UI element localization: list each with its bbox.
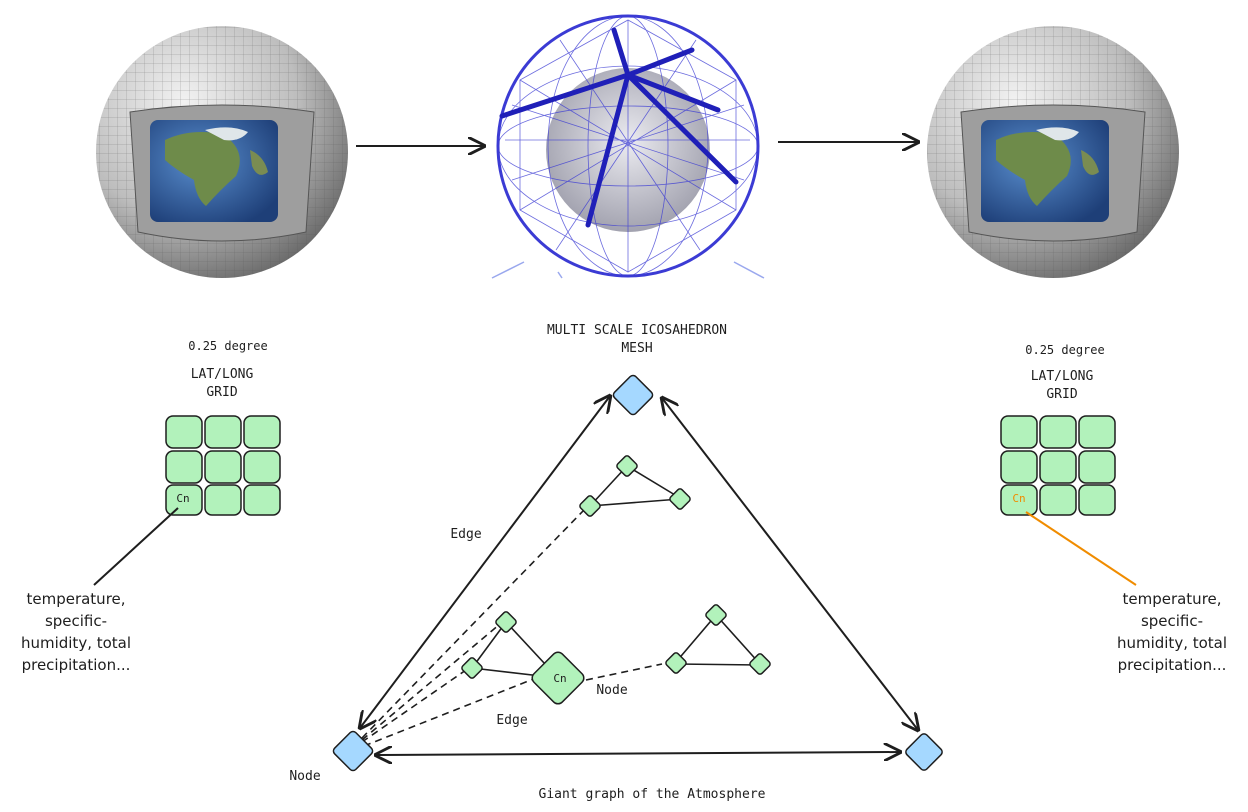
triangle-edge-bottom	[376, 752, 900, 755]
triangle-edge-left	[360, 396, 610, 728]
right-grid-panel: 0.25 degree LAT/LONG GRID Cn temperature…	[1000, 343, 1227, 674]
triangle-edge-right	[662, 398, 918, 730]
right-grid-cells	[1000, 415, 1116, 516]
left-globe-image	[96, 26, 348, 278]
graph-caption: Giant graph of the Atmosphere	[539, 787, 766, 802]
graph-node-small	[665, 652, 687, 674]
right-grid-title-line1: LAT/LONG	[1031, 369, 1094, 384]
left-variable-line-0: temperature,	[26, 590, 125, 608]
node-label-corner: Node	[289, 769, 320, 784]
graph-node-cn-label: Cn	[553, 672, 566, 685]
subgraph-upper	[589, 465, 681, 507]
right-cell-cn-label: Cn	[1012, 492, 1025, 505]
right-grid-title-line2: GRID	[1046, 387, 1077, 402]
graph-node-small	[749, 653, 771, 675]
right-grid-cell-cn	[1000, 484, 1038, 516]
left-variable-line-2: humidity, total	[21, 634, 131, 652]
right-variable-line-2: humidity, total	[1117, 634, 1227, 652]
left-connector-line	[93, 507, 179, 586]
dashed-edges	[361, 509, 663, 747]
left-grid-cells	[165, 415, 281, 516]
right-globe-image	[927, 26, 1179, 278]
graph-node-small	[495, 611, 517, 633]
left-cell-cn-label: Cn	[176, 492, 189, 505]
right-variable-line-3: precipitation...	[1118, 656, 1227, 674]
mesh-title-line2: MESH	[621, 341, 652, 356]
graph-node-small	[705, 604, 727, 626]
left-grid-title-line2: GRID	[206, 385, 237, 400]
left-resolution-label: 0.25 degree	[188, 339, 267, 353]
graph-node-bottom-left	[332, 730, 374, 772]
icosahedron-mesh-image	[491, 14, 765, 279]
edge-label-bottom: Edge	[496, 713, 527, 728]
atmosphere-graph: MULTI SCALE ICOSAHEDRON MESH	[289, 323, 943, 802]
edge-label-left: Edge	[450, 527, 481, 542]
graph-node-bottom-right	[905, 733, 943, 771]
left-grid-panel: 0.25 degree LAT/LONG GRID Cn temperature…	[21, 339, 281, 674]
graph-node-top	[612, 374, 654, 416]
graph-node-small	[461, 657, 483, 679]
graph-node-small	[579, 495, 601, 517]
subgraph-right	[675, 614, 761, 666]
right-connector-line	[1025, 511, 1137, 586]
node-label-center: Node	[596, 683, 627, 698]
right-variable-line-1: specific-	[1141, 612, 1203, 630]
mesh-title-line1: MULTI SCALE ICOSAHEDRON	[547, 323, 727, 338]
right-variable-line-0: temperature,	[1122, 590, 1221, 608]
graph-node-small	[669, 488, 691, 510]
left-variable-line-3: precipitation...	[22, 656, 131, 674]
right-resolution-label: 0.25 degree	[1025, 343, 1104, 357]
graph-node-small	[616, 455, 638, 477]
graph-node-cn	[531, 651, 585, 705]
left-grid-title-line1: LAT/LONG	[191, 367, 254, 382]
left-grid-cell-cn	[165, 484, 203, 516]
left-variable-line-1: specific-	[45, 612, 107, 630]
